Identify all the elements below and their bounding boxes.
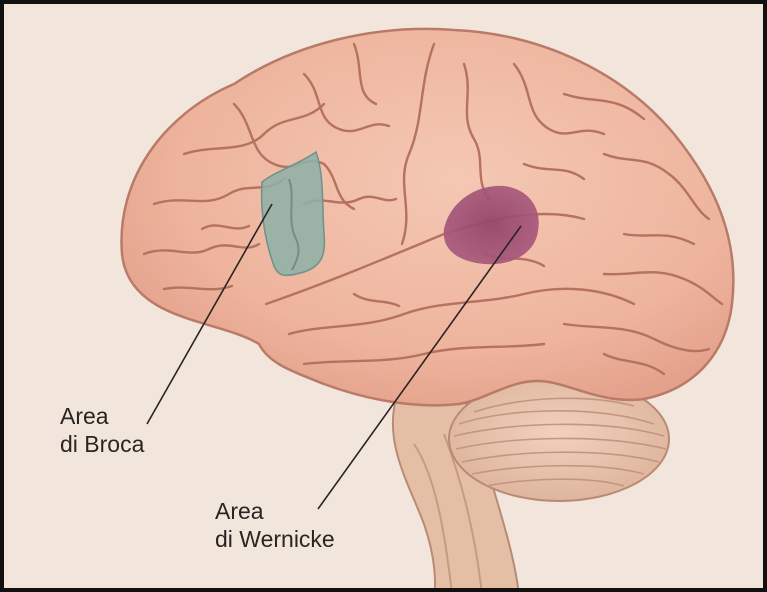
wernicke-label-line2: di Wernicke <box>215 525 335 553</box>
cerebrum <box>121 29 733 405</box>
wernicke-label-line1: Area <box>215 497 335 525</box>
broca-area-label: Area di Broca <box>60 402 144 458</box>
broca-label-line1: Area <box>60 402 144 430</box>
broca-label-line2: di Broca <box>60 430 144 458</box>
brain-illustration <box>4 4 767 592</box>
wernicke-area-label: Area di Wernicke <box>215 497 335 553</box>
